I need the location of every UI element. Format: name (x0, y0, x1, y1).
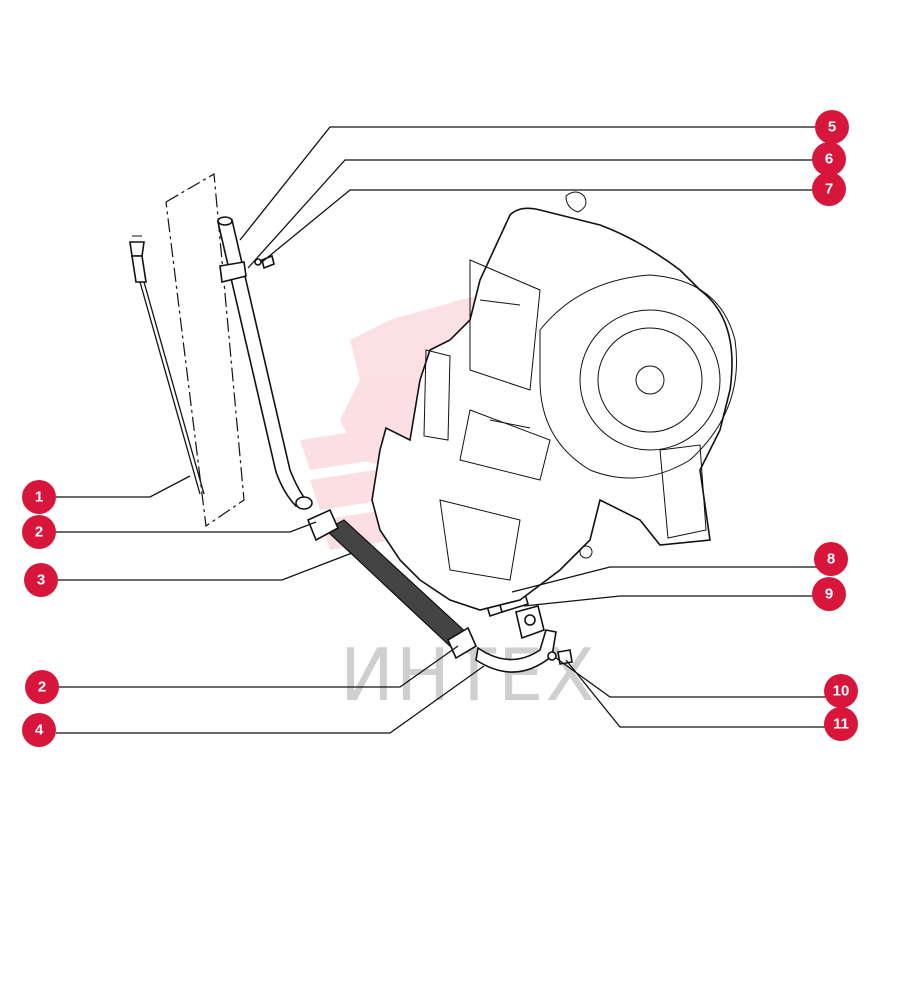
hose-part (306, 508, 478, 660)
callout-3: 3 (24, 563, 58, 597)
dipstick-part (129, 173, 245, 528)
callout-7: 7 (812, 172, 846, 206)
callout-2b: 2 (25, 670, 59, 704)
callout-6: 6 (812, 142, 846, 176)
callout-label: 4 (35, 722, 44, 739)
callout-2a: 2 (22, 515, 56, 549)
callout-8: 8 (814, 542, 848, 576)
callout-label: 2 (38, 679, 46, 696)
callout-11: 11 (824, 707, 858, 741)
callout-label: 3 (37, 572, 45, 589)
callout-10: 10 (824, 674, 858, 708)
callout-9: 9 (812, 577, 846, 611)
callout-5: 5 (815, 110, 849, 144)
callout-1: 1 (22, 480, 56, 514)
callout-4: 4 (22, 713, 56, 747)
callout-label: 5 (828, 119, 836, 136)
callout-label: 7 (825, 181, 833, 198)
callout-label: 8 (827, 551, 835, 568)
leader-lines (56, 126, 842, 734)
callout-label: 6 (825, 151, 833, 168)
filler-tube-part (217, 216, 313, 510)
callout-label: 2 (35, 524, 43, 541)
callout-label: 10 (833, 683, 850, 700)
transmission-housing (371, 191, 738, 611)
callout-label: 9 (825, 586, 833, 603)
callout-label: 11 (833, 716, 849, 733)
callout-label: 1 (35, 489, 43, 506)
return-pipe-part (475, 605, 557, 673)
